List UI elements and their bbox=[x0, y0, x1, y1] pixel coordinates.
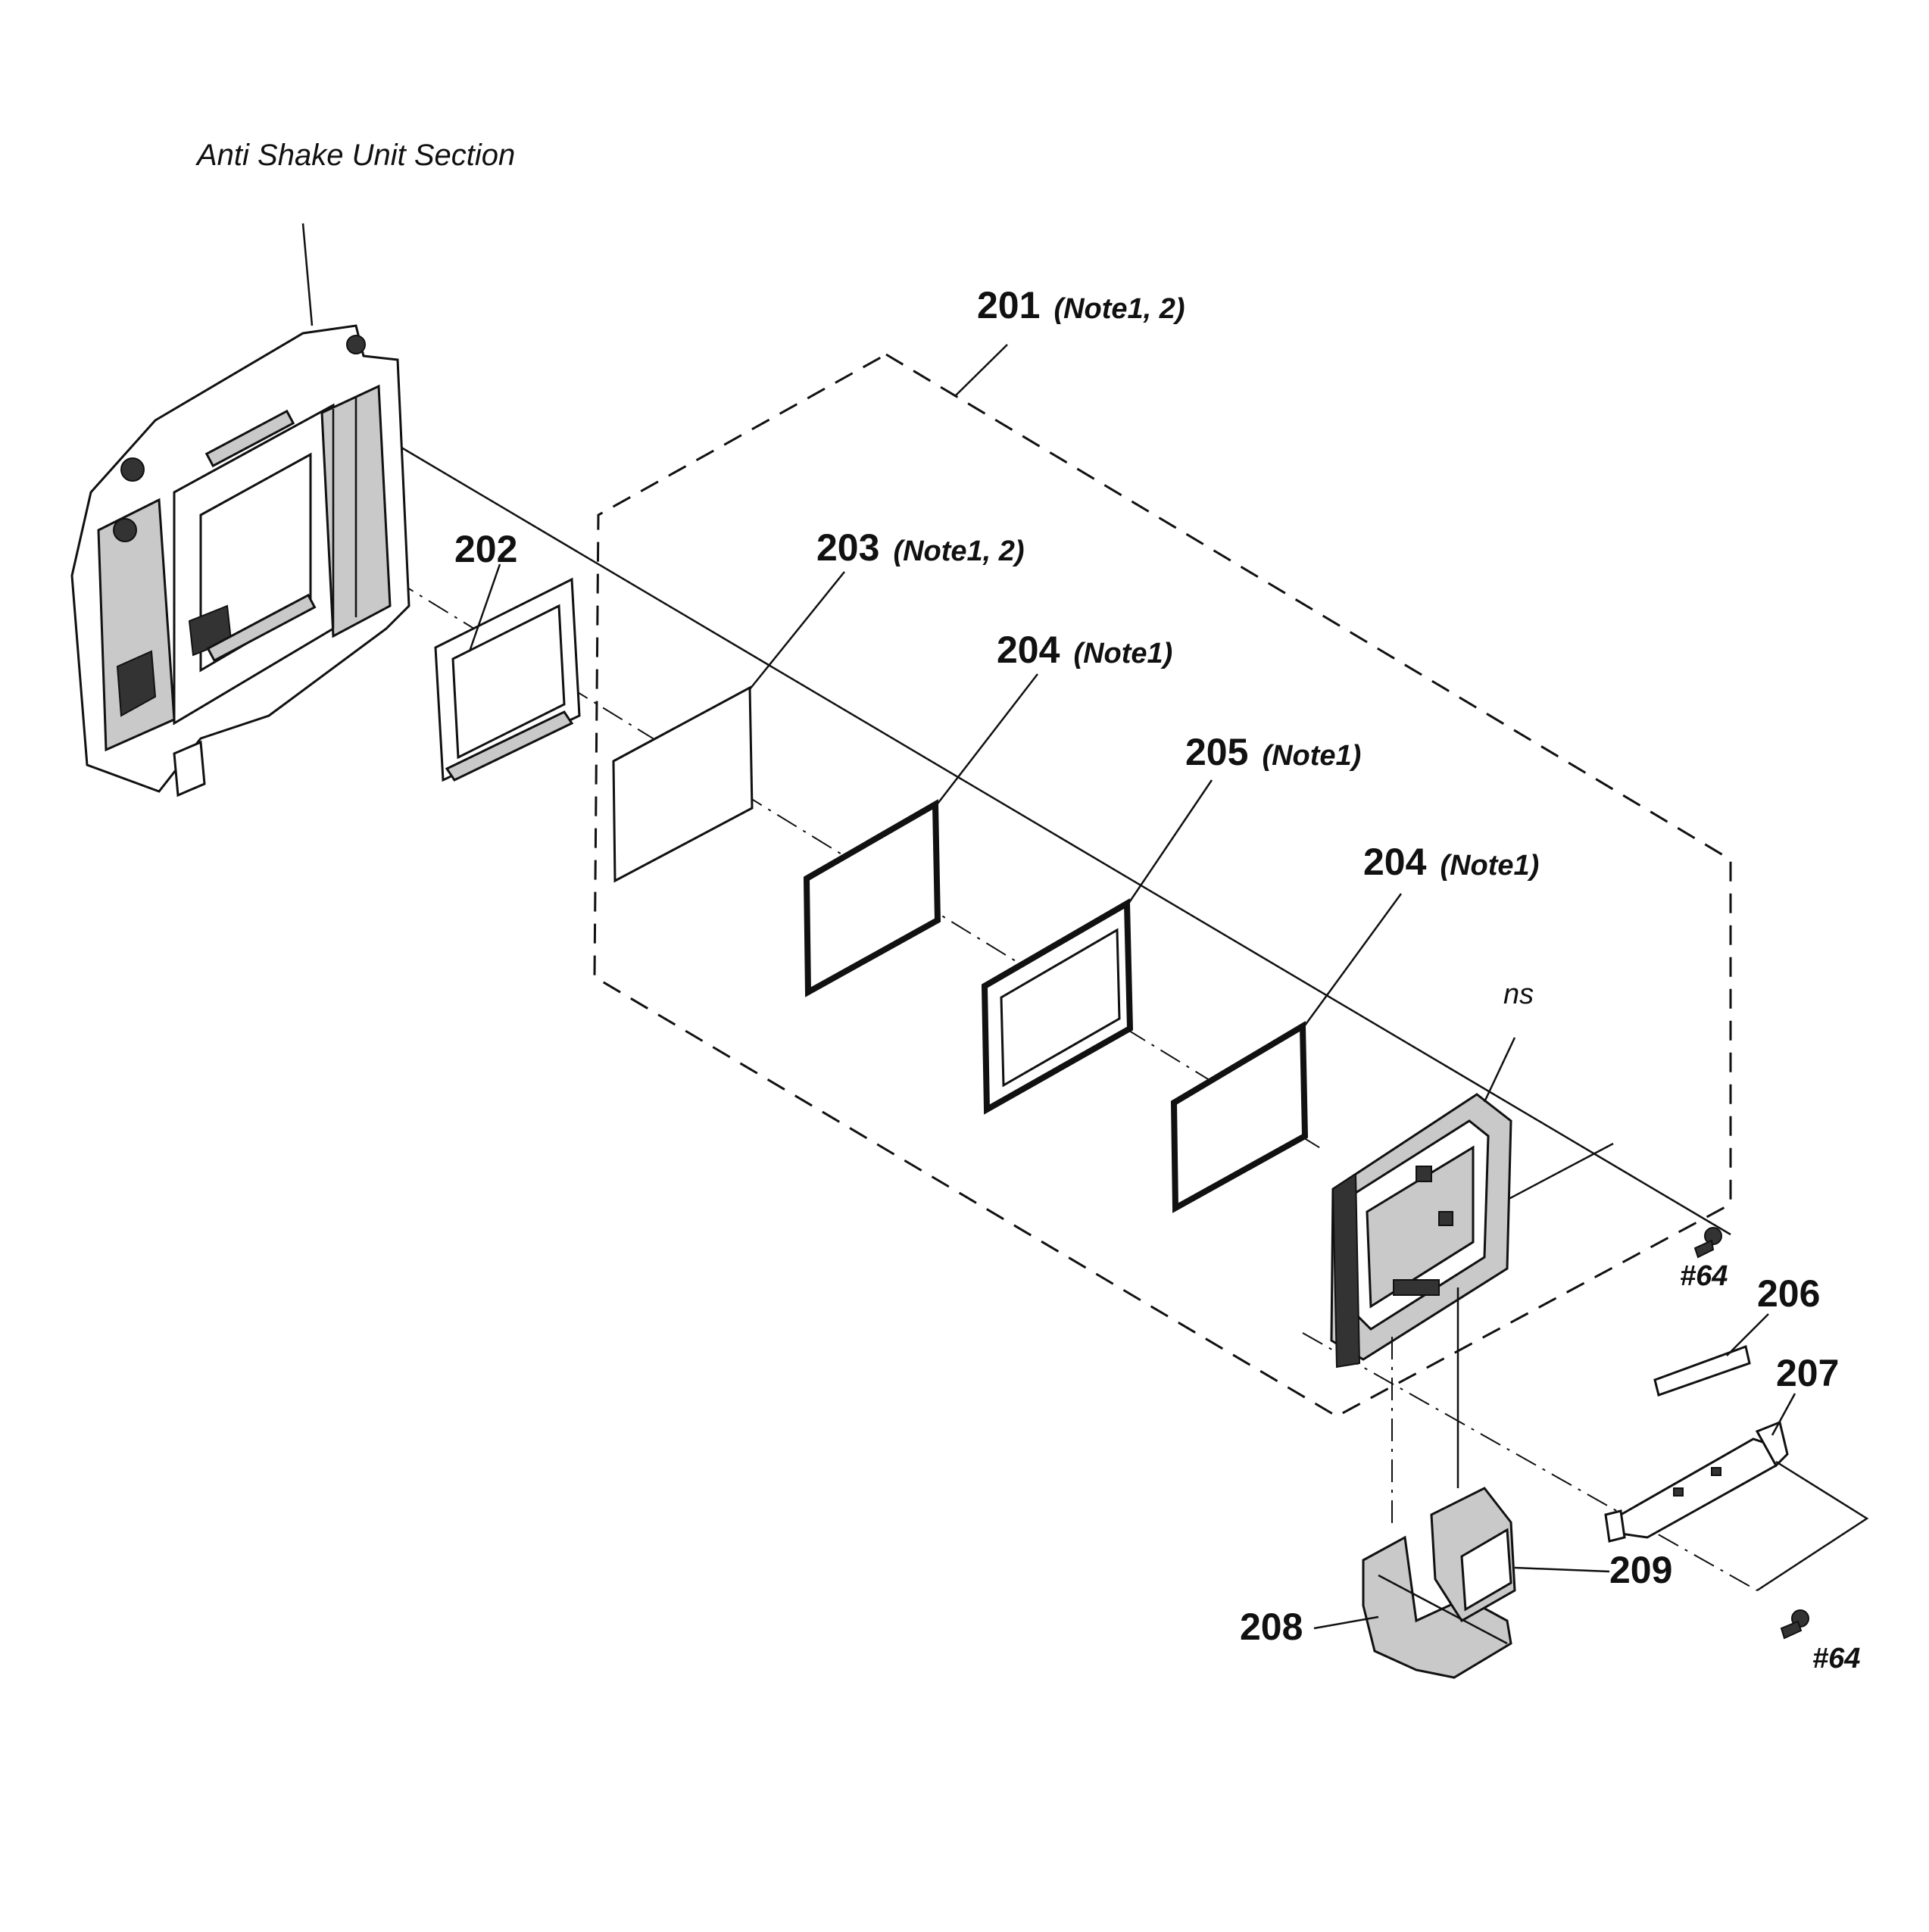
leader-209 bbox=[1514, 1566, 1610, 1573]
leader-208 bbox=[1313, 1615, 1379, 1630]
section-leader-line bbox=[301, 223, 314, 326]
leader-204-front bbox=[935, 673, 1038, 807]
guide-207-screw bbox=[1756, 1460, 1869, 1592]
part-202 bbox=[434, 577, 581, 782]
callout-205: 205 (Note1) bbox=[1185, 731, 1361, 773]
part-207 bbox=[1604, 1420, 1789, 1543]
part-208-209 bbox=[1362, 1487, 1516, 1679]
callout-204-rear: 204 (Note1) bbox=[1363, 841, 1539, 883]
callout-206: 206 bbox=[1757, 1272, 1820, 1315]
callout-208: 208 bbox=[1240, 1606, 1303, 1648]
leader-203 bbox=[749, 571, 845, 690]
leader-206 bbox=[1726, 1313, 1769, 1356]
part-206 bbox=[1653, 1345, 1751, 1397]
assembly-201-boundary bbox=[593, 353, 1732, 1418]
screw-lower-icon bbox=[1780, 1609, 1809, 1640]
anti-shake-unit bbox=[70, 324, 410, 797]
screw-lower-label: #64 bbox=[1812, 1643, 1860, 1675]
callout-207: 207 bbox=[1776, 1352, 1839, 1394]
optical-axis-upper bbox=[393, 442, 1731, 1236]
part-205 bbox=[981, 898, 1134, 1115]
ns-leader bbox=[1483, 1037, 1516, 1103]
part-204-rear bbox=[1170, 1021, 1309, 1213]
callout-201: 201 (Note1, 2) bbox=[977, 284, 1185, 326]
screw-upper-icon bbox=[1693, 1227, 1722, 1259]
part-204-front bbox=[803, 799, 941, 997]
screw-upper-label: #64 bbox=[1680, 1260, 1728, 1292]
callout-203: 203 (Note1, 2) bbox=[816, 526, 1025, 569]
callout-209: 209 bbox=[1609, 1549, 1672, 1591]
leader-201 bbox=[955, 344, 1008, 396]
sensor-board bbox=[1330, 1093, 1512, 1369]
part-203 bbox=[612, 685, 754, 883]
leader-202 bbox=[468, 563, 501, 652]
callout-204-front: 204 (Note1) bbox=[997, 629, 1172, 671]
leader-207 bbox=[1771, 1393, 1796, 1436]
leader-205 bbox=[1125, 779, 1213, 907]
leader-204-rear bbox=[1301, 893, 1403, 1029]
callout-202: 202 bbox=[454, 528, 517, 570]
ns-label: ns bbox=[1503, 978, 1534, 1010]
axis-to-screw-lower bbox=[1302, 1332, 1758, 1591]
section-title: Anti Shake Unit Section bbox=[195, 139, 515, 172]
